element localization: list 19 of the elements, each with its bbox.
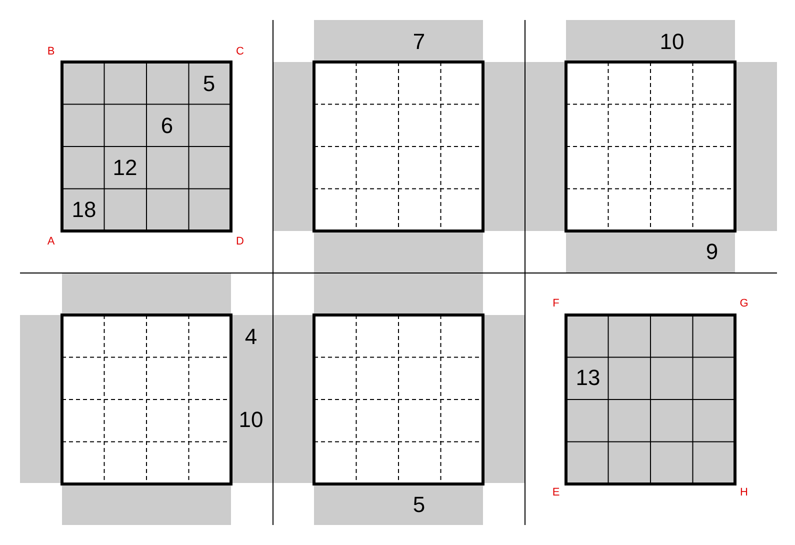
- number-label: 6: [160, 115, 174, 137]
- corner-letter: E: [552, 488, 560, 498]
- number-label: 13: [576, 367, 600, 389]
- number-label: 10: [660, 31, 684, 53]
- number-label: 18: [72, 199, 96, 221]
- number-label: 7: [412, 31, 426, 53]
- corner-letter: C: [236, 46, 244, 58]
- number-label: 4: [244, 326, 258, 348]
- corner-letter: A: [47, 236, 55, 248]
- number-label: 10: [238, 409, 264, 431]
- corner-letter: H: [740, 488, 748, 498]
- number-label: 9: [706, 241, 718, 263]
- corner-letter: B: [47, 46, 55, 58]
- corner-letter: G: [740, 298, 748, 310]
- corner-letter: D: [236, 236, 244, 248]
- number-label: 5: [202, 73, 216, 95]
- number-label: 12: [112, 157, 138, 179]
- number-label: 5: [412, 494, 426, 516]
- corner-letter: F: [552, 298, 560, 310]
